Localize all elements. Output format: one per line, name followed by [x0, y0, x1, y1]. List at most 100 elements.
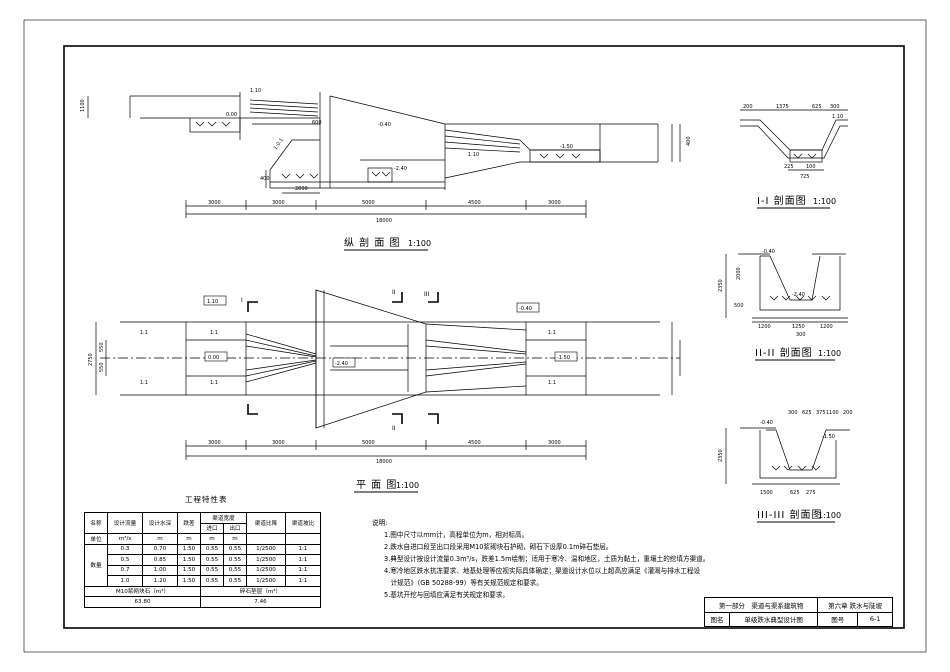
th-inlet: 进口	[200, 522, 224, 534]
notes-title: 说明:	[372, 519, 388, 527]
th-flow: 设计流量	[107, 512, 143, 534]
s1-dim-5: 225	[784, 164, 794, 170]
cell: 0.85	[142, 554, 178, 566]
plan-slope-4: 1:1	[210, 380, 218, 386]
section-2-labels: -0.40 -2.40 2000 2350 500 1200 1250 1200…	[718, 249, 841, 361]
section-3-labels: -0.40 -1.50 300 625 375 1100 200 2350 15…	[718, 410, 853, 523]
profile-elev-1: 1.10	[250, 88, 261, 94]
profile-dim-small-2: 400	[260, 176, 270, 182]
tb-name-label: 图名	[704, 611, 730, 627]
cell: 0.55	[200, 564, 224, 576]
plan-slope-5: 1:1	[548, 330, 556, 336]
unit-slope	[285, 533, 321, 545]
s3-title: III-III 剖面图	[757, 508, 822, 521]
section-2-view	[725, 253, 848, 323]
section-mark-3: III	[424, 291, 430, 298]
plan-slope-2: 1:1	[140, 380, 148, 386]
unit-gradient	[246, 533, 286, 545]
cell: 1/2500	[246, 575, 286, 587]
drawing-frame	[63, 45, 905, 629]
profile-dim-small-1: 600	[312, 120, 322, 126]
s3-elev-1: -0.40	[760, 420, 773, 426]
th-width: 渠道宽度	[200, 512, 247, 524]
title-block: 第一部分 渠道与渠系建筑物 第六章 跌水与陡坡 图名 单级跌水典型设计图 图号 …	[703, 597, 893, 627]
s2-dim-7: 300	[796, 332, 806, 338]
plan-labels: 1.10 0.00 -2.40 -1.50 -0.40 I II III II …	[88, 289, 578, 493]
s1-dim-6: 100	[806, 164, 816, 170]
cell: 1:1	[285, 543, 321, 555]
th-depth: 设计水深	[142, 512, 178, 534]
cell: 1/2500	[246, 554, 286, 566]
section-1-view	[740, 109, 848, 171]
profile-labels: 1.10 0.00 -0.40 -2.40 -1.50 1:0.1 1:10 6…	[80, 88, 692, 251]
profile-dim-small-5: 400	[686, 136, 692, 146]
s2-scale: 1:100	[818, 349, 841, 358]
cell: 1.50	[177, 564, 201, 576]
cell: 1.00	[142, 564, 178, 576]
plan-elev-4: -1.50	[557, 355, 570, 361]
profile-dim-seg-4: 4500	[468, 200, 481, 206]
plan-dim-seg-5: 3000	[548, 440, 561, 446]
cell: 0.70	[142, 543, 178, 555]
unit-label: 单位	[84, 533, 108, 545]
profile-elev-2: 0.00	[226, 112, 237, 118]
notes: 说明: 1.图中尺寸以mm计，高程单位为m，相对标高。 2.跌水自进口段至出口段…	[372, 517, 709, 601]
s2-dim-4: 1200	[758, 324, 771, 330]
cell: 0.55	[223, 543, 247, 555]
s1-title: I-I 剖面图	[757, 194, 807, 207]
cell: 1.50	[177, 543, 201, 555]
section-mark-2: II	[392, 289, 396, 296]
th-outlet: 出口	[223, 522, 247, 534]
plan-dim-seg-1: 3000	[208, 440, 221, 446]
cell: 0.55	[223, 554, 247, 566]
engineering-table: 名称 设计流量 设计水深 跌差 渠道宽度 渠道比降 渠道坡比 进口 出口 单位 …	[84, 512, 321, 608]
plan-dim-total: 18000	[376, 459, 392, 465]
profile-elev-3: -0.40	[378, 122, 391, 128]
s2-dim-1: 2000	[736, 267, 742, 280]
profile-scale: 1:100	[408, 239, 431, 248]
profile-dim-seg-1: 3000	[208, 200, 221, 206]
s2-dim-2: 2350	[718, 279, 724, 292]
s3-dim-9: 275	[806, 490, 816, 496]
plan-slope-1: 1:1	[140, 330, 148, 336]
section-mark-1: I	[241, 297, 243, 304]
plan-scale: 1:100	[396, 481, 419, 490]
tb-part: 第一部分 渠道与渠系建筑物	[703, 597, 819, 613]
unit-inlet: m	[200, 533, 224, 545]
footer-value-gravel: 7.46	[200, 596, 321, 608]
cell: 0.5	[107, 554, 143, 566]
unit-drop: m	[177, 533, 201, 545]
profile-dim-total: 18000	[376, 218, 392, 224]
s1-dim-3: 625	[812, 104, 822, 110]
plan-view	[95, 289, 681, 460]
profile-dim-seg-3: 5000	[362, 200, 375, 206]
plan-elev-1: 1.10	[207, 299, 218, 305]
s3-dim-4: 1100	[826, 410, 839, 416]
th-gradient: 渠道比降	[246, 512, 286, 534]
s2-dim-5: 1250	[792, 324, 805, 330]
s1-dim-2: 1375	[776, 104, 789, 110]
profile-dim-small-4: 1100	[80, 99, 86, 112]
table-row: 0.5 0.85 1.50 0.55 0.55 1/2500 1:1	[85, 554, 321, 566]
table-row: 1.0 1.20 1.50 0.55 0.55 1/2500 1:1	[85, 575, 321, 587]
profile-dim-small-3: 2800	[295, 186, 308, 192]
table-units-row: 单位 m³/s m m m m	[84, 533, 321, 545]
profile-elev-5: -1.50	[560, 144, 573, 150]
s3-dim-2: 625	[802, 410, 812, 416]
cell: 1.50	[177, 575, 201, 587]
s2-title: II-II 剖面图	[755, 346, 813, 359]
footer-value-masonry: 63.80	[84, 596, 201, 608]
unit-flow: m³/s	[107, 533, 143, 545]
cell: 1.50	[177, 554, 201, 566]
cell: 0.55	[200, 554, 224, 566]
tb-no-label: 图号	[817, 611, 859, 627]
cell: 1/2500	[246, 543, 286, 555]
s2-dim-6: 1200	[820, 324, 833, 330]
note-item: 计规范》（GB 50288-99）等有关规范规定和要求。	[384, 579, 543, 587]
plan-dim-seg-2: 3000	[272, 440, 285, 446]
cell: 1:1	[285, 575, 321, 587]
note-item: 5.基坑开挖与回填应满足有关规定和要求。	[384, 591, 509, 599]
note-item: 4.寒冷地区跌水抗冻要求、地基处理等应视实际具体确定；渠道设计水位以上超高应满足…	[384, 567, 701, 575]
s3-dim-8: 625	[790, 490, 800, 496]
profile-title: 纵 剖 面 图	[344, 236, 401, 249]
